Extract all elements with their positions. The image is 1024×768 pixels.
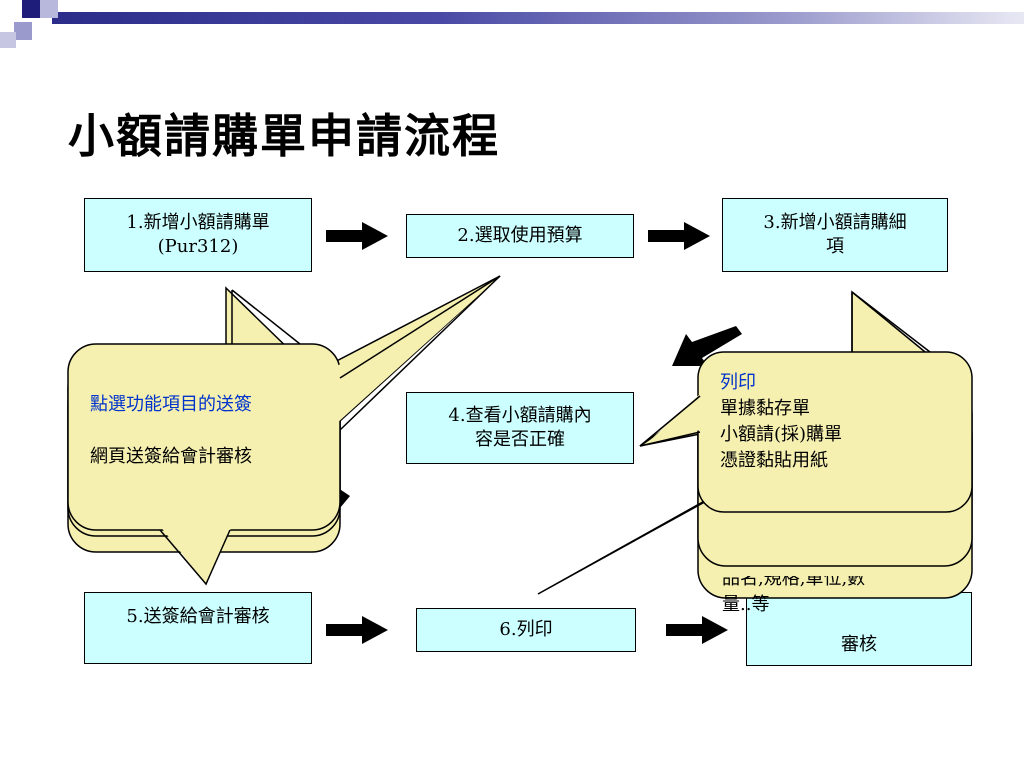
arrow-2-to-3 xyxy=(648,222,710,250)
step-2-box: 2.選取使用預算 xyxy=(406,214,634,258)
right-callout-tail-step3 xyxy=(851,290,932,361)
left-callout-body: 網頁送簽給會計審核 xyxy=(90,446,252,467)
step-3-box: 3.新增小額請購細 項 xyxy=(722,198,948,272)
step-2-line1: 2.選取使用預算 xyxy=(457,225,583,246)
header-gradient-bar xyxy=(52,12,1024,24)
step-4-line1: 4.查看小額請購內 xyxy=(448,405,592,426)
right-callout-under-text: 品名,規格,單位,數 量..等 xyxy=(722,568,962,618)
arrow-5-to-6 xyxy=(326,616,388,644)
right-callout-heading: 列印 xyxy=(720,372,756,393)
arrow-6-to-7 xyxy=(666,616,728,644)
slide-title: 小額請購單申請流程 xyxy=(68,109,500,163)
step-7-line2: 審核 xyxy=(841,634,877,655)
deco-square xyxy=(22,0,40,18)
right-callout-hidden-line: 品名,規格,單位,數 xyxy=(722,568,866,589)
deco-square xyxy=(14,22,32,40)
right-callout-hidden-line2: 量..等 xyxy=(722,594,770,615)
step-3-line2: 項 xyxy=(826,236,844,257)
step-6-line1: 6.列印 xyxy=(499,619,553,640)
deco-square xyxy=(0,32,16,48)
step-7-box: 審核 xyxy=(746,592,972,666)
step-3-line1: 3.新增小額請購細 xyxy=(763,212,907,233)
right-callout-item: 小額請(採)購單 xyxy=(720,424,843,445)
deco-square xyxy=(0,0,22,22)
step-4-box: 4.查看小額請購內 容是否正確 xyxy=(406,392,634,464)
left-callout-heading: 點選功能項目的送簽 xyxy=(90,394,252,415)
arrow-1-to-2 xyxy=(326,222,388,250)
left-callout-text: 點選功能項目的送簽 網頁送簽給會計審核 xyxy=(90,392,330,470)
step-1-line1: 1.新增小額請購單 xyxy=(126,212,270,233)
right-callout-item: 單據黏存單 xyxy=(720,398,810,419)
step-5-line1: 5.送簽給會計審核 xyxy=(126,606,270,627)
step-1-box: 1.新增小額請購單 (Pur312) xyxy=(84,198,312,272)
right-callout-text: 列印 單據黏存單 小額請(採)購單 憑證黏貼用紙 xyxy=(720,370,960,474)
arrow-3-to-4 xyxy=(672,326,742,366)
step-5-box: 5.送簽給會計審核 xyxy=(84,592,312,664)
step-6-box: 6.列印 xyxy=(416,608,636,652)
step-1-line2: (Pur312) xyxy=(157,236,239,257)
step-4-line2: 容是否正確 xyxy=(475,429,565,450)
deco-square xyxy=(40,0,58,18)
right-callout-item: 憑證黏貼用紙 xyxy=(720,450,828,471)
arrow-4-to-5 xyxy=(338,488,350,508)
